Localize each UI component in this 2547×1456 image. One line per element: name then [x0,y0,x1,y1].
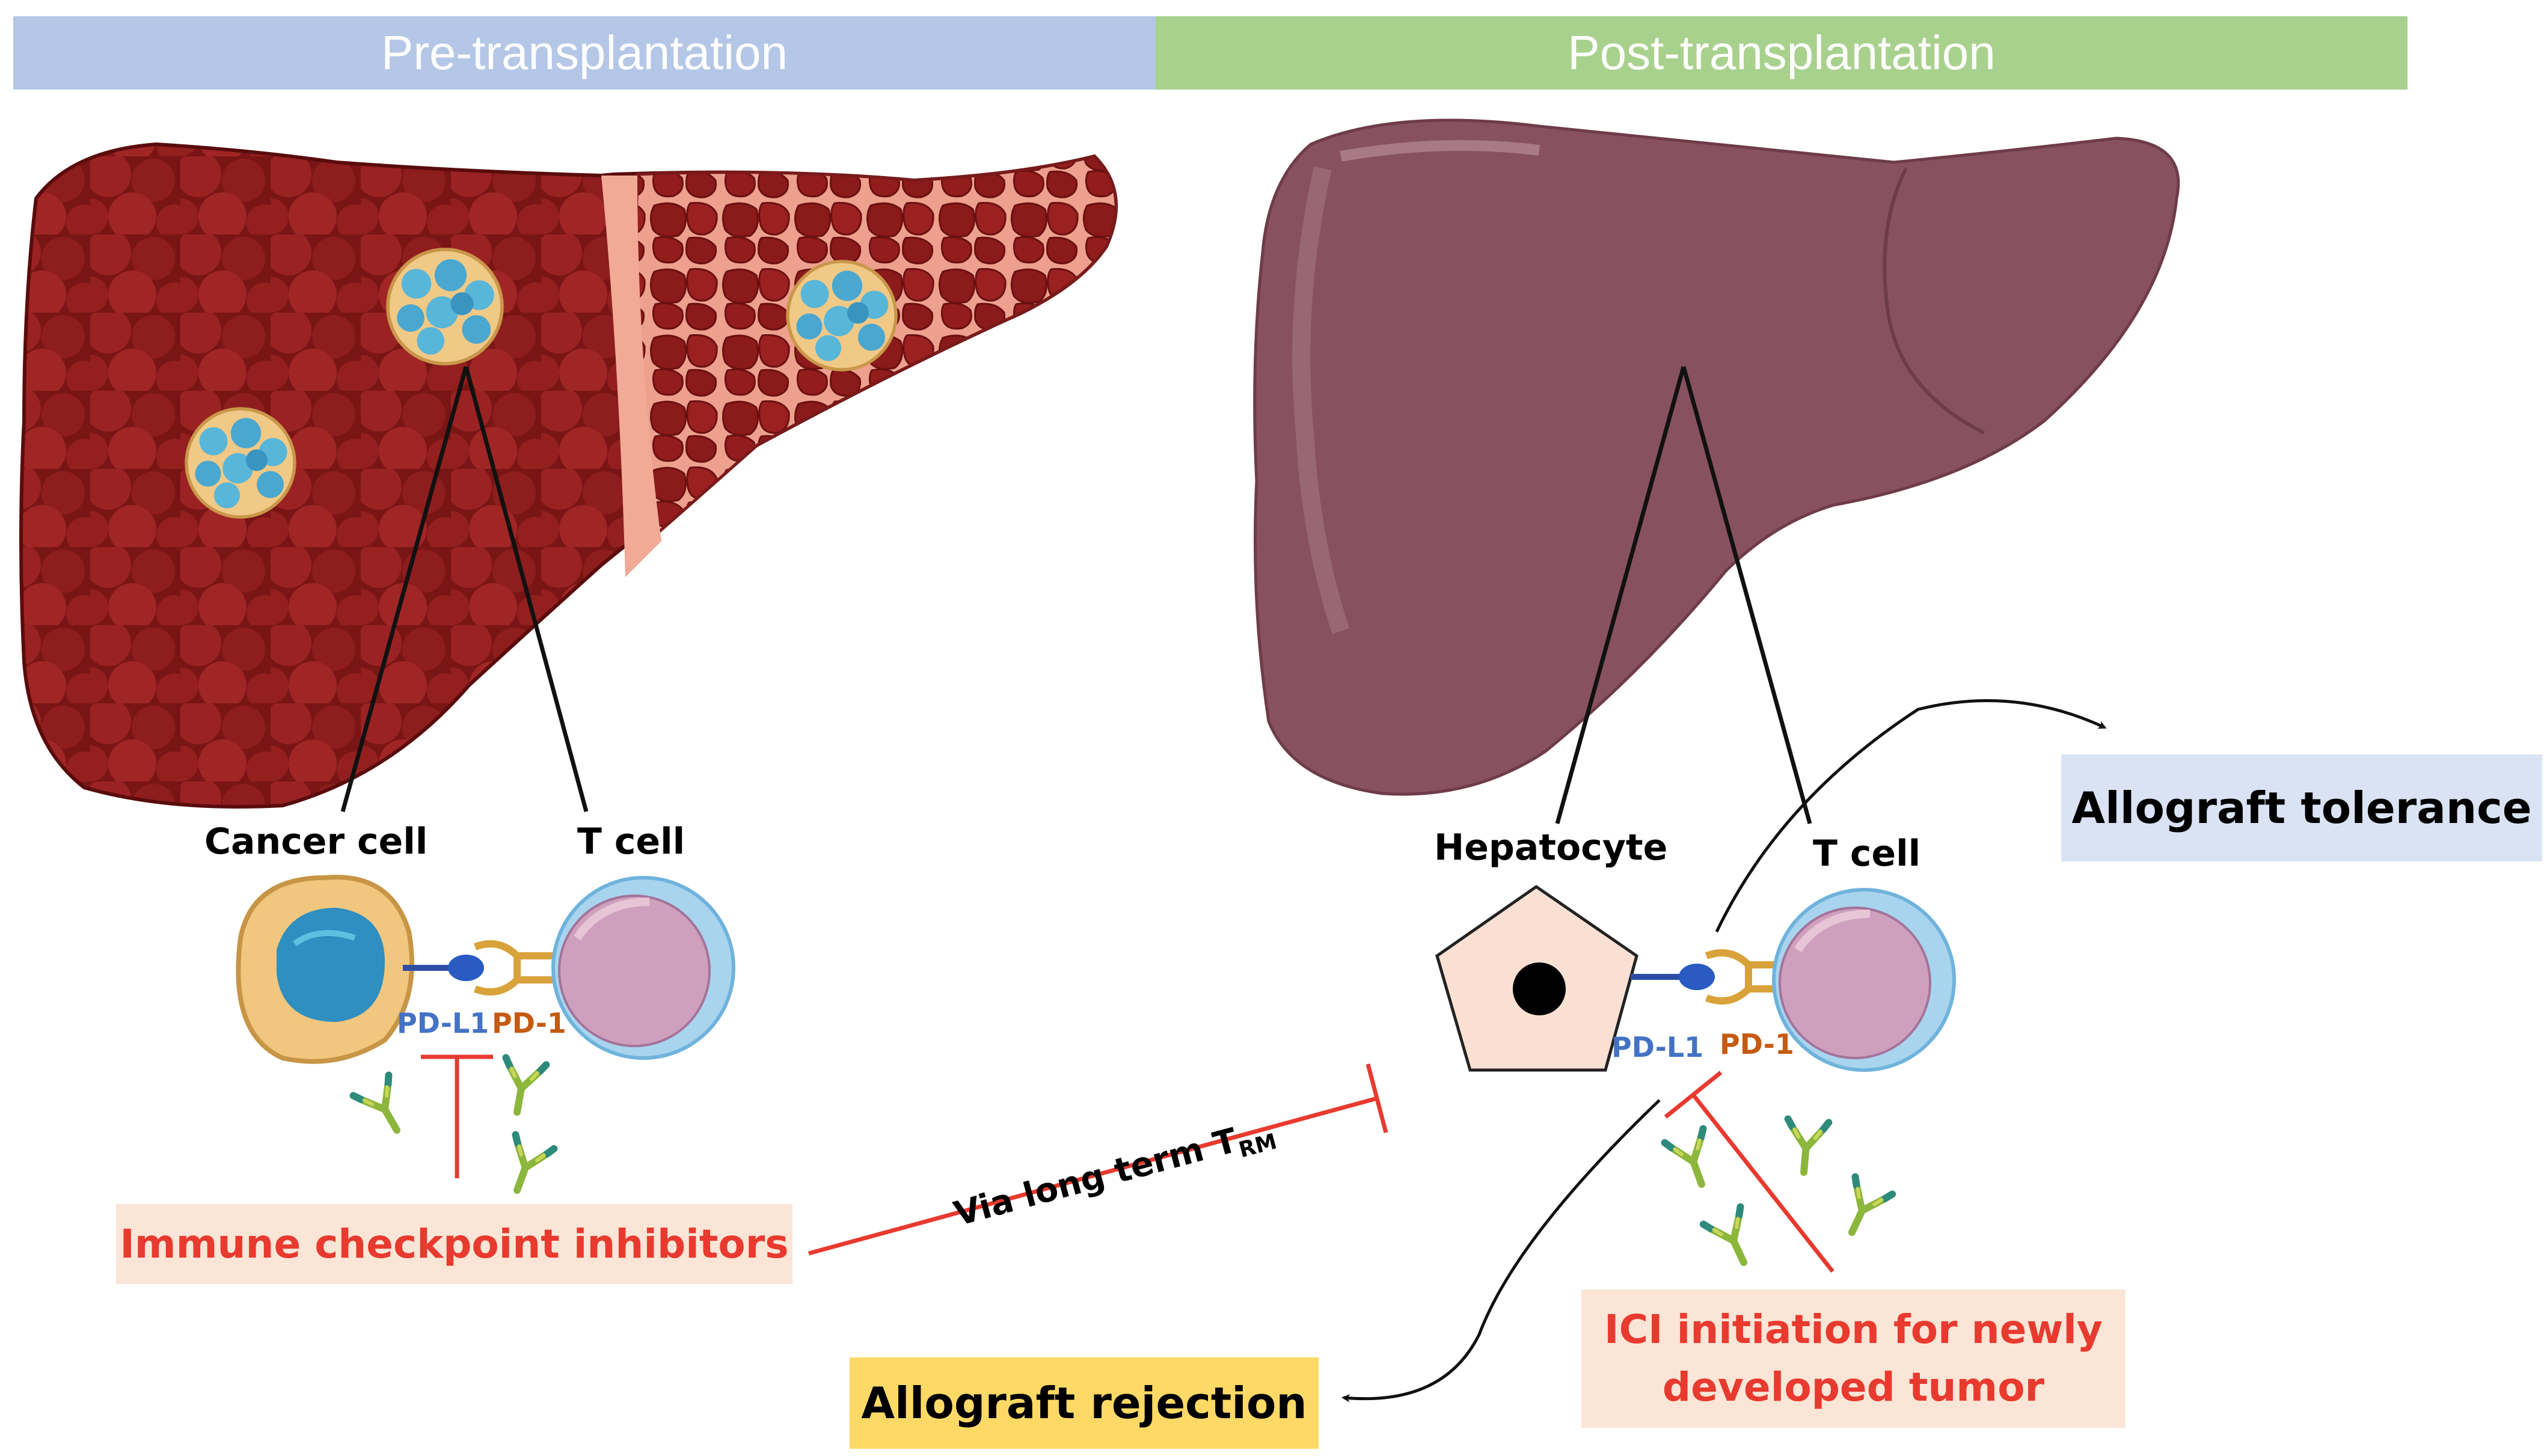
t-cell-label-pre: T cell [577,821,685,863]
cancer-cell-icon [236,875,414,1064]
antibody-icon [1833,1177,1892,1241]
antibody-icon [1665,1129,1721,1191]
allograft-tolerance-box: Allograft tolerance [2061,754,2542,861]
antibody-icon [1703,1207,1762,1271]
post-transplantation-banner: Post-transplantation [1156,16,2408,90]
allograft-tolerance-label: Allograft tolerance [2071,783,2532,833]
pdl1-label-pre: PD-L1 [397,1007,489,1039]
immune-checkpoint-inhibitors-box: Immune checkpoint inhibitors [116,1204,792,1284]
allograft-rejection-box: Allograft rejection [850,1357,1319,1449]
cancer-cell-label: Cancer cell [204,821,428,863]
t-cell-icon [551,876,735,1060]
hepatocyte-nucleus [1513,962,1566,1015]
antibody-icon [354,1075,415,1140]
zoom-line [1555,366,1686,824]
immune-checkpoint-inhibitors-label: Immune checkpoint inhibitors [120,1221,789,1267]
pre-transplantation-title: Pre-transplantation [381,26,788,79]
pd1-label-post: PD-1 [1720,1028,1794,1060]
ici-initiation-line1: ICI initiation for newly [1604,1306,2103,1353]
tolerance-arrow [1715,699,2107,933]
inhibition-stem [1691,1092,1834,1273]
allograft-rejection-label: Allograft rejection [861,1378,1307,1428]
trm-inhibition-line [808,1096,1378,1256]
antibody-icon [498,1135,554,1198]
tumor-cluster-icon [788,262,896,370]
zoom-line [464,366,589,812]
pd1-receptor [1705,949,1789,1005]
post-transplantation-title: Post-transplantation [1568,26,1996,79]
zoom-line [340,366,468,812]
inhibition-bar [1664,1071,1723,1119]
zoom-line [1681,366,1812,824]
t-cell-label-post: T cell [1813,833,1921,875]
tumor-cluster-icon [388,249,502,364]
antibody-icon [1783,1119,1828,1174]
pd1-label-pre: PD-1 [492,1007,566,1039]
pdl1-ligand [448,955,484,981]
pdl1-ligand [1679,964,1715,990]
pd1-receptor [473,940,559,996]
hepatocyte-label: Hepatocyte [1434,827,1668,869]
pre-transplantation-banner: Pre-transplantation [13,16,1156,90]
trm-inhibition-bar [1365,1063,1388,1133]
ici-initiation-line2: developed tumor [1662,1364,2045,1410]
rejection-arrow [1341,1099,1661,1402]
liver-diseased-icon [19,142,1118,809]
liver-healthy-icon [1253,118,2180,796]
tumor-cluster-icon [186,409,295,517]
pdl1-label-post: PD-L1 [1611,1031,1704,1063]
antibody-icon [497,1057,547,1116]
ici-initiation-box: ICI initiation for newly developed tumor [1581,1289,2126,1428]
t-cell-icon [1772,888,1956,1072]
